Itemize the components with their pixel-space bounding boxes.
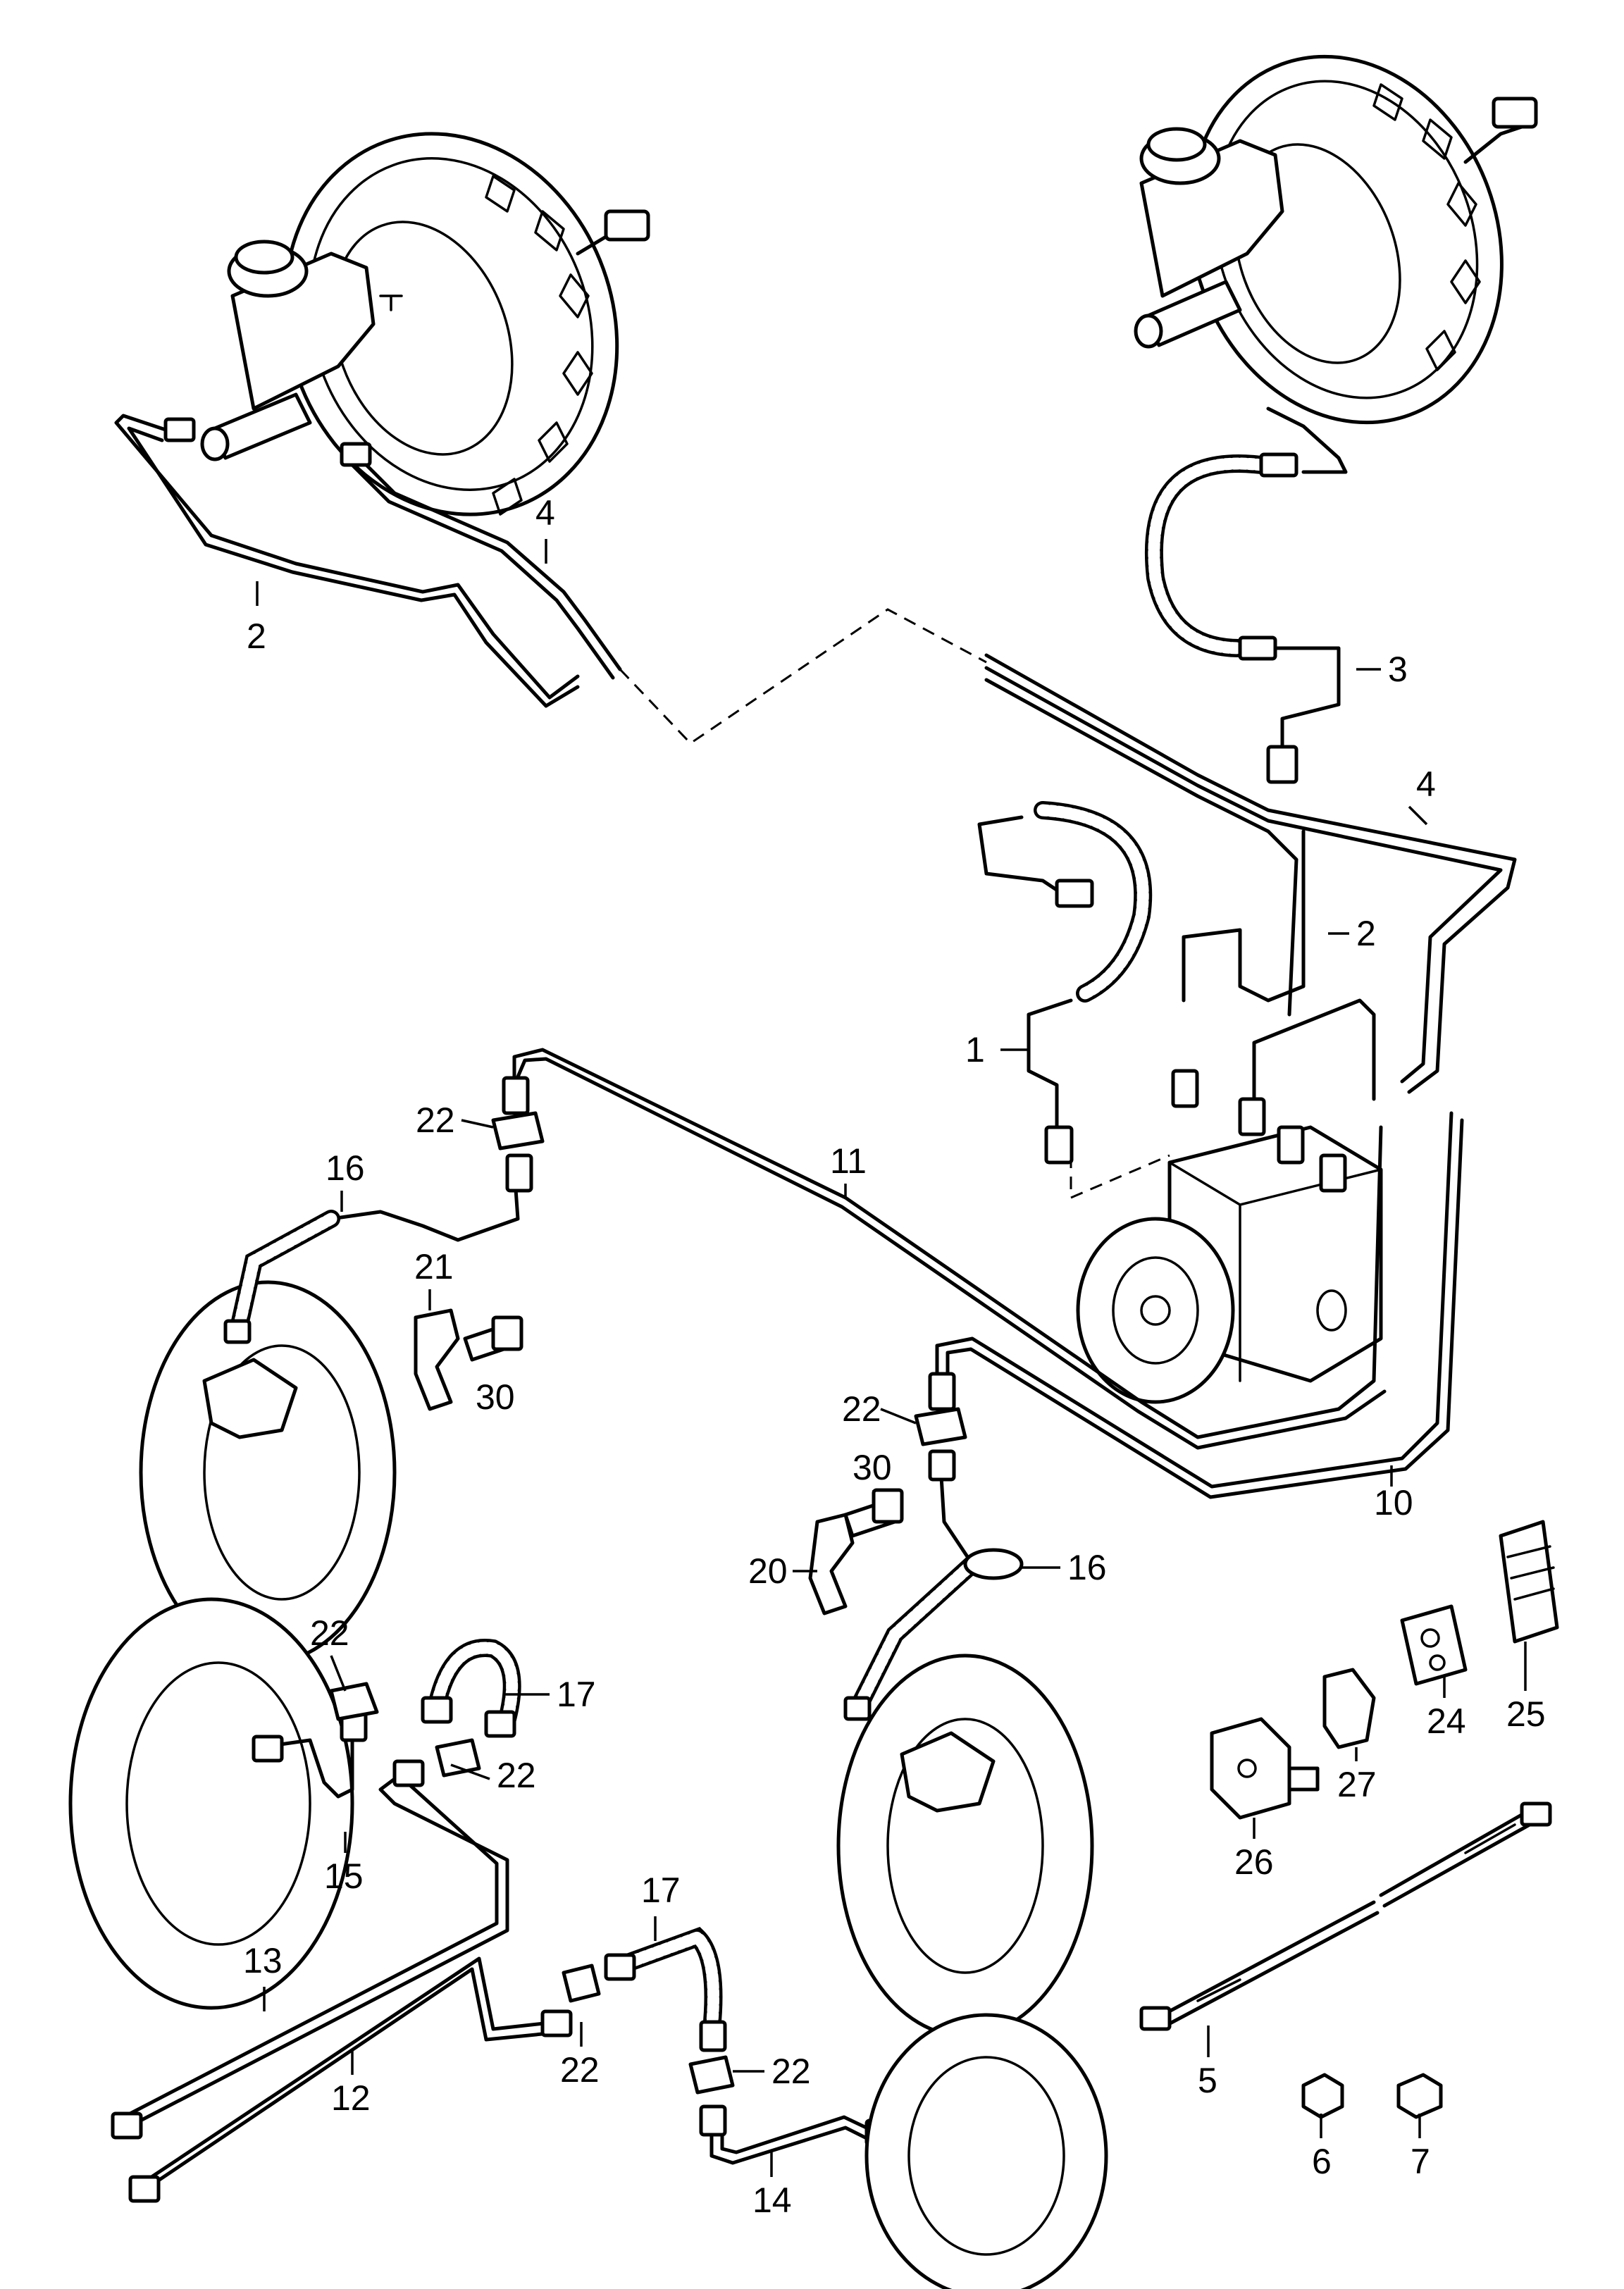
callout-4-upper-left: 4 — [535, 493, 555, 533]
callout-20: 20 — [748, 1551, 788, 1591]
callout-22-lower: 22 — [560, 2050, 600, 2090]
callout-16-left: 16 — [326, 1148, 365, 1188]
callout-10: 10 — [1374, 1483, 1413, 1522]
callout-22-lower-right: 22 — [771, 2052, 811, 2091]
callout-27: 27 — [1337, 1765, 1377, 1804]
callout-17-upper: 17 — [557, 1675, 596, 1714]
brake-hose-1 — [977, 801, 1153, 1165]
leader-lines — [256, 539, 1527, 2177]
brake-lines-12-13 — [111, 1759, 573, 2203]
callout-22-rear-mid: 22 — [497, 1756, 536, 1795]
fitting-7 — [1396, 2073, 1443, 2119]
callout-labels: 2 4 3 4 2 1 11 22 16 21 30 22 30 20 16 1… — [243, 493, 1546, 2220]
callout-11: 11 — [830, 1141, 867, 1181]
callout-3: 3 — [1388, 650, 1408, 689]
fitting-6 — [1301, 2073, 1344, 2119]
brake-hose-17-lower — [562, 1926, 735, 2095]
brake-hose-5 — [1139, 1801, 1552, 2031]
callout-30-left: 30 — [476, 1377, 515, 1417]
brake-booster-right — [1134, 54, 1538, 425]
callout-15: 15 — [324, 1856, 364, 1896]
clip-25 — [1499, 1520, 1559, 1644]
clip-22-mid — [914, 1407, 967, 1446]
clip-26 — [1210, 1717, 1320, 1820]
callout-22-upper-left: 22 — [416, 1100, 455, 1140]
abs-hydraulic-unit — [1070, 829, 1383, 1404]
callout-17-lower: 17 — [641, 1871, 681, 1910]
callout-7: 7 — [1411, 2142, 1430, 2181]
clip-27 — [1322, 1668, 1376, 1749]
brake-hose-16-right — [843, 1449, 1024, 1721]
callout-30-mid: 30 — [853, 1448, 892, 1487]
callout-24: 24 — [1427, 1701, 1466, 1741]
callout-25: 25 — [1506, 1694, 1546, 1734]
brake-booster-left — [200, 132, 650, 516]
callout-22-mid: 22 — [842, 1389, 881, 1429]
callout-5: 5 — [1198, 2061, 1217, 2100]
bracket-21 — [414, 1308, 523, 1411]
callout-22-rear-upper: 22 — [310, 1613, 349, 1653]
callout-21: 21 — [414, 1247, 454, 1286]
callout-13: 13 — [243, 1941, 283, 1980]
brake-line-4-upper — [340, 442, 622, 680]
wheel-rear-left — [68, 1597, 354, 2010]
wheel-rear-right — [864, 2013, 1108, 2289]
callout-26: 26 — [1234, 1842, 1274, 1882]
brake-hose-16-left — [223, 1153, 533, 1344]
callout-1: 1 — [965, 1030, 985, 1069]
callout-2-upper-left: 2 — [247, 616, 266, 656]
callout-6: 6 — [1312, 2142, 1332, 2181]
bracket-20 — [808, 1488, 904, 1615]
brake-line-10 — [928, 1111, 1464, 1499]
brake-line-long-run — [619, 608, 1517, 1094]
brake-hose-3 — [1144, 407, 1348, 784]
callout-16-right: 16 — [1067, 1548, 1107, 1587]
brake-line-11 — [502, 1048, 1387, 1450]
callout-4-right: 4 — [1416, 764, 1436, 804]
brake-line-2-upper — [114, 414, 580, 708]
brake-hose-17-upper — [421, 1639, 521, 1738]
clips-22-rear-left — [329, 1682, 481, 1778]
clip-22-upper-left — [491, 1111, 545, 1150]
wheel-front-left — [139, 1280, 397, 1665]
wheel-front-right — [836, 1654, 1094, 2038]
callout-14: 14 — [752, 2181, 792, 2220]
callout-12: 12 — [331, 2078, 371, 2118]
callout-2-right: 2 — [1356, 914, 1376, 953]
clip-24 — [1400, 1604, 1468, 1686]
